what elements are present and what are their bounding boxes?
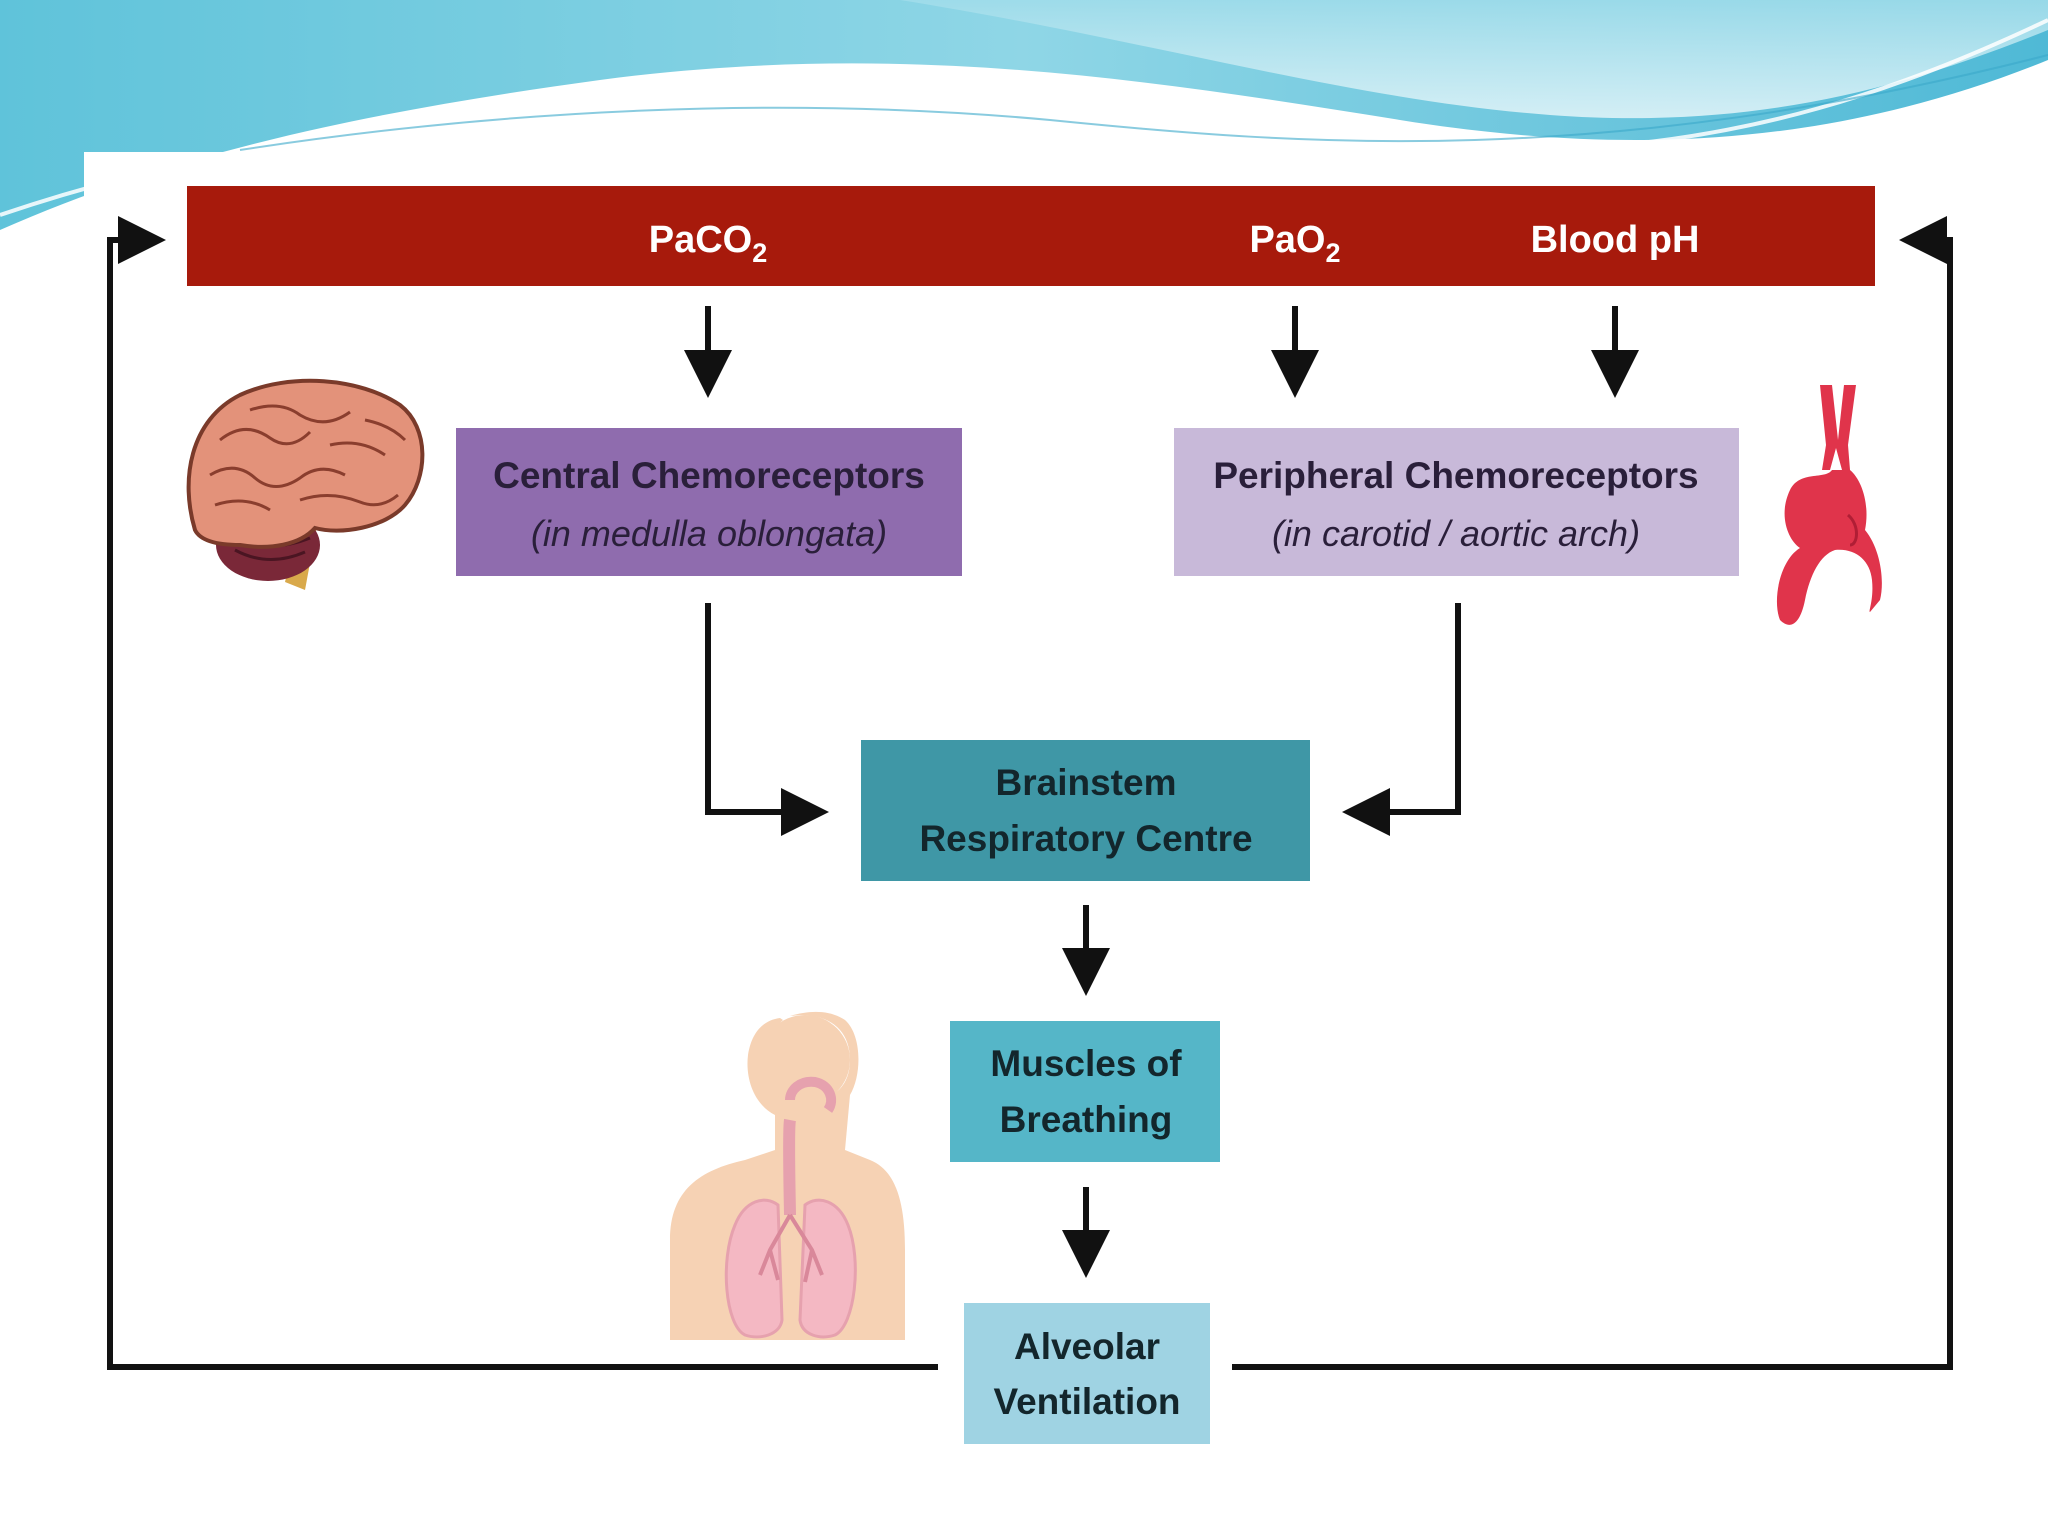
feedback-left [107, 216, 938, 1370]
muscles-of-breathing-box [950, 1021, 1220, 1162]
muscles-line1: Muscles of [990, 1043, 1182, 1084]
feedback-arrows [107, 216, 1953, 1370]
torso-lungs-icon [670, 1011, 905, 1340]
peripheral-title: Peripheral Chemoreceptors [1213, 455, 1698, 496]
aorta-icon [1776, 385, 1882, 625]
central-subtitle: (in medulla oblongata) [531, 513, 887, 554]
alveolar-ventilation-box [964, 1303, 1210, 1444]
muscles-line2: Breathing [1000, 1099, 1173, 1140]
header-wave-light [900, 0, 2048, 119]
pao2-label: PaO2 [1249, 219, 1340, 268]
chemoreceptor-arrows [705, 603, 1461, 836]
brain-icon [186, 378, 425, 590]
central-title: Central Chemoreceptors [493, 455, 925, 496]
brainstem-line1: Brainstem [996, 762, 1177, 803]
arrow-central-to-brainstem [705, 603, 829, 836]
header-wave-line-2 [239, 54, 2048, 151]
factor-bar [187, 186, 1875, 286]
peripheral-chemoreceptors-box [1174, 428, 1739, 576]
arrow-peripheral-to-brainstem [1342, 603, 1461, 836]
central-chemoreceptors-box [456, 428, 962, 576]
alveolar-line1: Alveolar [1014, 1326, 1160, 1367]
alveolar-line2: Ventilation [993, 1381, 1180, 1422]
feedback-right [1232, 216, 1953, 1370]
paco2-label: PaCO2 [649, 219, 768, 268]
peripheral-subtitle: (in carotid / aortic arch) [1272, 513, 1640, 554]
blood-ph-label: Blood pH [1531, 219, 1700, 261]
factor-arrows [684, 306, 1639, 398]
brainstem-line2: Respiratory Centre [919, 818, 1252, 859]
brainstem-respiratory-centre-box [861, 740, 1310, 881]
